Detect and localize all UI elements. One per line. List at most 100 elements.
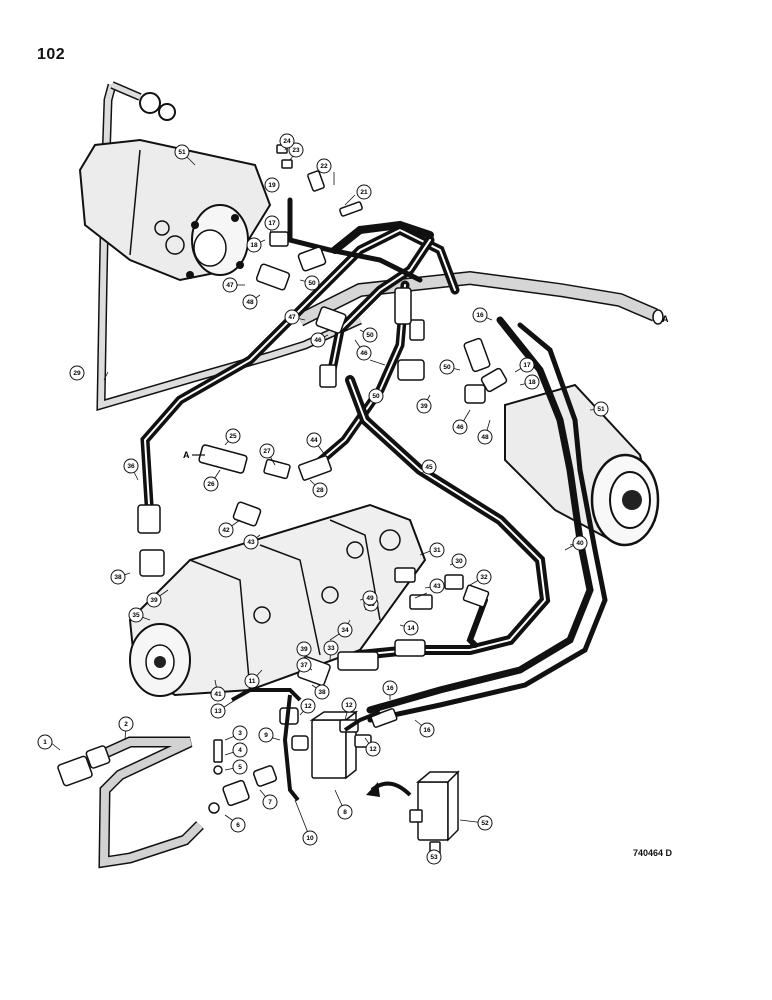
callout-circle [296,641,312,657]
callout-circle [264,215,280,231]
callout-number: 12 [369,746,377,753]
callout-number: 8 [343,809,347,816]
callout-43a: 43 [243,534,259,550]
callout-circle [451,553,467,569]
callout-circle [593,401,609,417]
callout-number: 47 [288,314,296,321]
callout-31: 31 [429,542,445,558]
callout-circle [416,398,432,414]
callout-circle [222,277,238,293]
callout-circle [421,459,437,475]
callout-34: 34 [337,622,353,638]
callout-35: 35 [128,607,144,623]
callout-number: 14 [407,625,415,632]
callout-number: 41 [214,691,222,698]
callout-number: 53 [430,854,438,861]
callout-number: 44 [310,437,318,444]
callout-circle [476,569,492,585]
callout-circle [356,184,372,200]
callout-circle [110,569,126,585]
callout-circle [128,607,144,623]
callout-number: 16 [423,727,431,734]
callout-50b: 50 [362,327,378,343]
callout-number: 32 [480,574,488,581]
pump-35-assembly [128,503,427,697]
callout-circle [232,759,248,775]
callout-circle [210,703,226,719]
callout-number: 51 [597,406,605,413]
callout-49: 49 [362,590,378,606]
callout-50a: 50 [304,275,320,291]
callout-circle [477,429,493,445]
callout-26: 26 [203,476,219,492]
callout-12a: 12 [300,698,316,714]
callout-circle [232,725,248,741]
callout-48a: 48 [242,294,258,310]
callout-number: 46 [456,424,464,431]
callout-number: 42 [222,527,230,534]
callout-number: 50 [443,364,451,371]
callout-number: 50 [308,280,316,287]
callout-51a: 51 [174,144,190,160]
callout-number: 47 [226,282,234,289]
callout-number: 48 [246,299,254,306]
callout-circle [243,534,259,550]
callout-circle [146,592,162,608]
callout-9: 9 [258,727,274,743]
callout-number: 4 [238,747,242,754]
callout-39a: 39 [146,592,162,608]
callout-number: 18 [250,242,258,249]
callout-number: 36 [127,463,135,470]
callout-number: 7 [268,799,272,806]
callout-number: 21 [360,189,368,196]
callout-circle [300,698,316,714]
tube-29 [96,81,362,412]
callout-circle [310,332,326,348]
callout-number: 46 [314,337,322,344]
callout-number: 16 [476,312,484,319]
callout-45: 45 [421,459,437,475]
callout-number: 50 [372,393,380,400]
callout-14: 14 [403,620,419,636]
callout-number: 12 [345,702,353,709]
callout-circle [210,686,226,702]
callout-circle [244,673,260,689]
callout-number: 2 [124,721,128,728]
callout-circle [524,374,540,390]
callout-number: 38 [114,574,122,581]
callout-number: 45 [425,464,433,471]
callout-17b: 17 [519,357,535,373]
callout-circle [429,542,445,558]
callout-number: 22 [320,163,328,170]
connection-label-a-left: A [183,450,190,460]
callout-circle [232,742,248,758]
callout-number: 24 [283,138,291,145]
callout-38b: 38 [314,684,330,700]
callout-50d: 50 [439,359,455,375]
drawing-code: 740464 D [633,848,673,858]
callout-circle [439,359,455,375]
callout-39c: 39 [296,641,312,657]
callout-32: 32 [476,569,492,585]
callout-42: 42 [218,522,234,538]
callout-7: 7 [262,794,278,810]
callout-number: 5 [238,764,242,771]
callout-number: 40 [576,540,584,547]
arrow-52-head [366,782,380,797]
callout-16c: 16 [419,722,435,738]
callout-number: 29 [73,370,81,377]
hose-12-lines [231,688,381,802]
callout-16b: 16 [382,680,398,696]
callout-circle [296,657,312,673]
callout-number: 38 [318,689,326,696]
callout-33: 33 [323,640,339,656]
callout-number: 27 [263,448,271,455]
callout-13: 13 [210,703,226,719]
callout-circle [230,817,246,833]
callout-number: 10 [306,835,314,842]
callout-number: 18 [528,379,536,386]
callout-3: 3 [232,725,248,741]
callout-number: 9 [264,732,268,739]
callout-circle [284,309,300,325]
callout-circle [279,133,295,149]
